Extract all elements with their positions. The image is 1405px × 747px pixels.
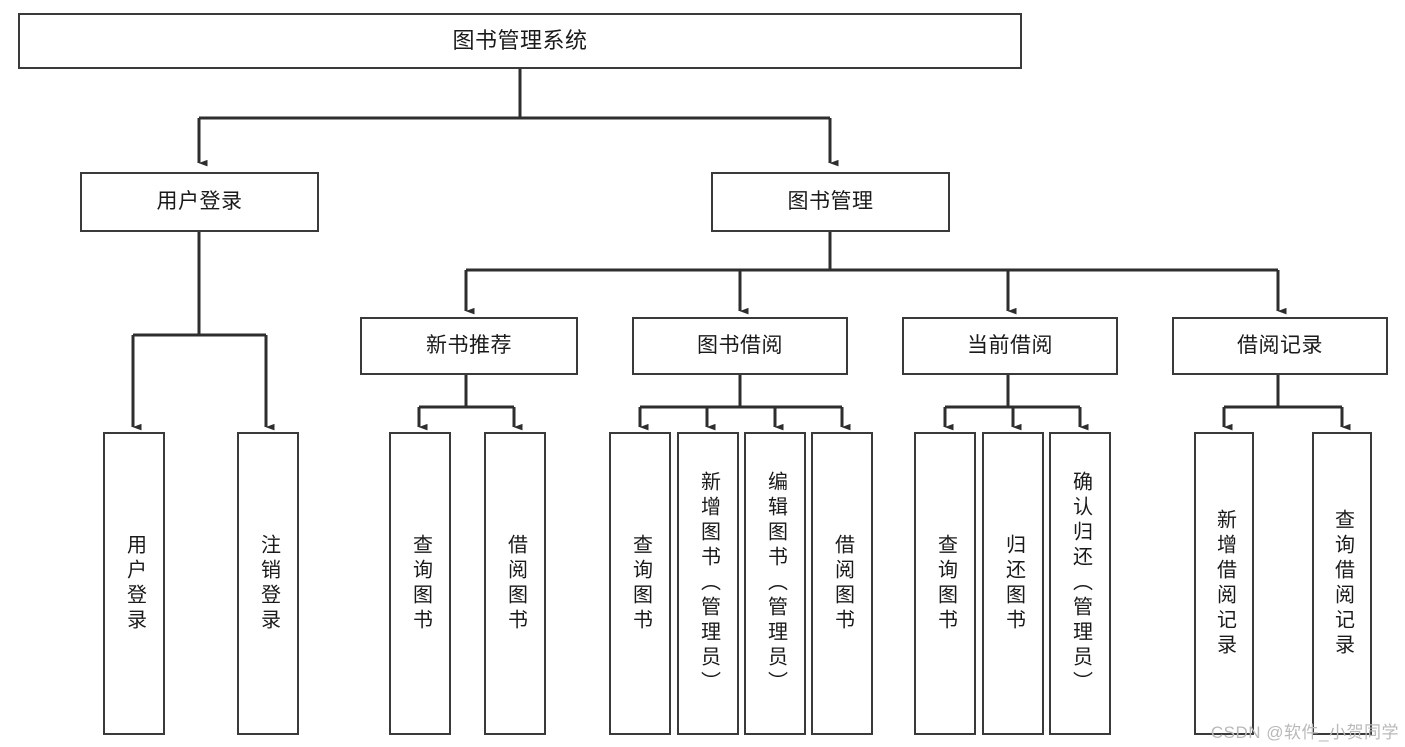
leaf-record-query-record[interactable]: 查询借阅记录 [1312,432,1372,735]
node-label: 确认归还（管理员） [1069,471,1092,696]
node-label: 查询图书 [629,533,652,634]
node-book-management[interactable]: 图书管理 [711,172,950,232]
leaf-borrow-edit-book-admin[interactable]: 编辑图书（管理员） [744,432,806,735]
node-label: 图书管理系统 [452,27,588,53]
node-label: 图书借阅 [697,334,783,358]
leaf-current-confirm-return-admin[interactable]: 确认归还（管理员） [1049,432,1111,735]
leaf-borrow-add-book-admin[interactable]: 新增图书（管理员） [677,432,739,735]
node-label: 当前借阅 [967,334,1053,358]
node-label: 新书推荐 [426,334,512,358]
leaf-new-book-borrow-book[interactable]: 借阅图书 [484,432,546,735]
node-current-borrow[interactable]: 当前借阅 [902,317,1118,375]
leaf-record-add-record[interactable]: 新增借阅记录 [1194,432,1254,735]
leaf-borrow-borrow-book[interactable]: 借阅图书 [811,432,873,735]
node-label: 借阅图书 [831,533,854,634]
node-label: 查询图书 [409,533,432,634]
node-new-book-recommend[interactable]: 新书推荐 [360,317,578,375]
node-label: 图书管理 [787,190,874,214]
node-label: 查询借阅记录 [1331,508,1354,659]
node-root-system[interactable]: 图书管理系统 [18,13,1022,69]
leaf-current-query-book[interactable]: 查询图书 [914,432,976,735]
node-label: 新增借阅记录 [1213,508,1236,659]
leaf-new-book-query-book[interactable]: 查询图书 [389,432,451,735]
node-label: 用户登录 [156,190,243,214]
node-user-login[interactable]: 用户登录 [80,172,319,232]
leaf-borrow-query-book[interactable]: 查询图书 [609,432,671,735]
leaf-logout[interactable]: 注销登录 [237,432,299,735]
leaf-current-return-book[interactable]: 归还图书 [982,432,1044,735]
node-label: 新增图书（管理员） [697,471,720,696]
node-label: 归还图书 [1002,533,1025,634]
node-label: 注销登录 [257,533,280,634]
leaf-user-login[interactable]: 用户登录 [103,432,165,735]
node-book-borrow[interactable]: 图书借阅 [632,317,848,375]
node-label: 查询图书 [934,533,957,634]
node-borrow-record[interactable]: 借阅记录 [1172,317,1388,375]
node-label: 借阅记录 [1237,334,1323,358]
node-label: 编辑图书（管理员） [764,471,787,696]
node-label: 借阅图书 [504,533,527,634]
csdn-watermark: CSDN @软件_小贺同学 [1210,723,1399,742]
node-label: 用户登录 [123,533,146,634]
